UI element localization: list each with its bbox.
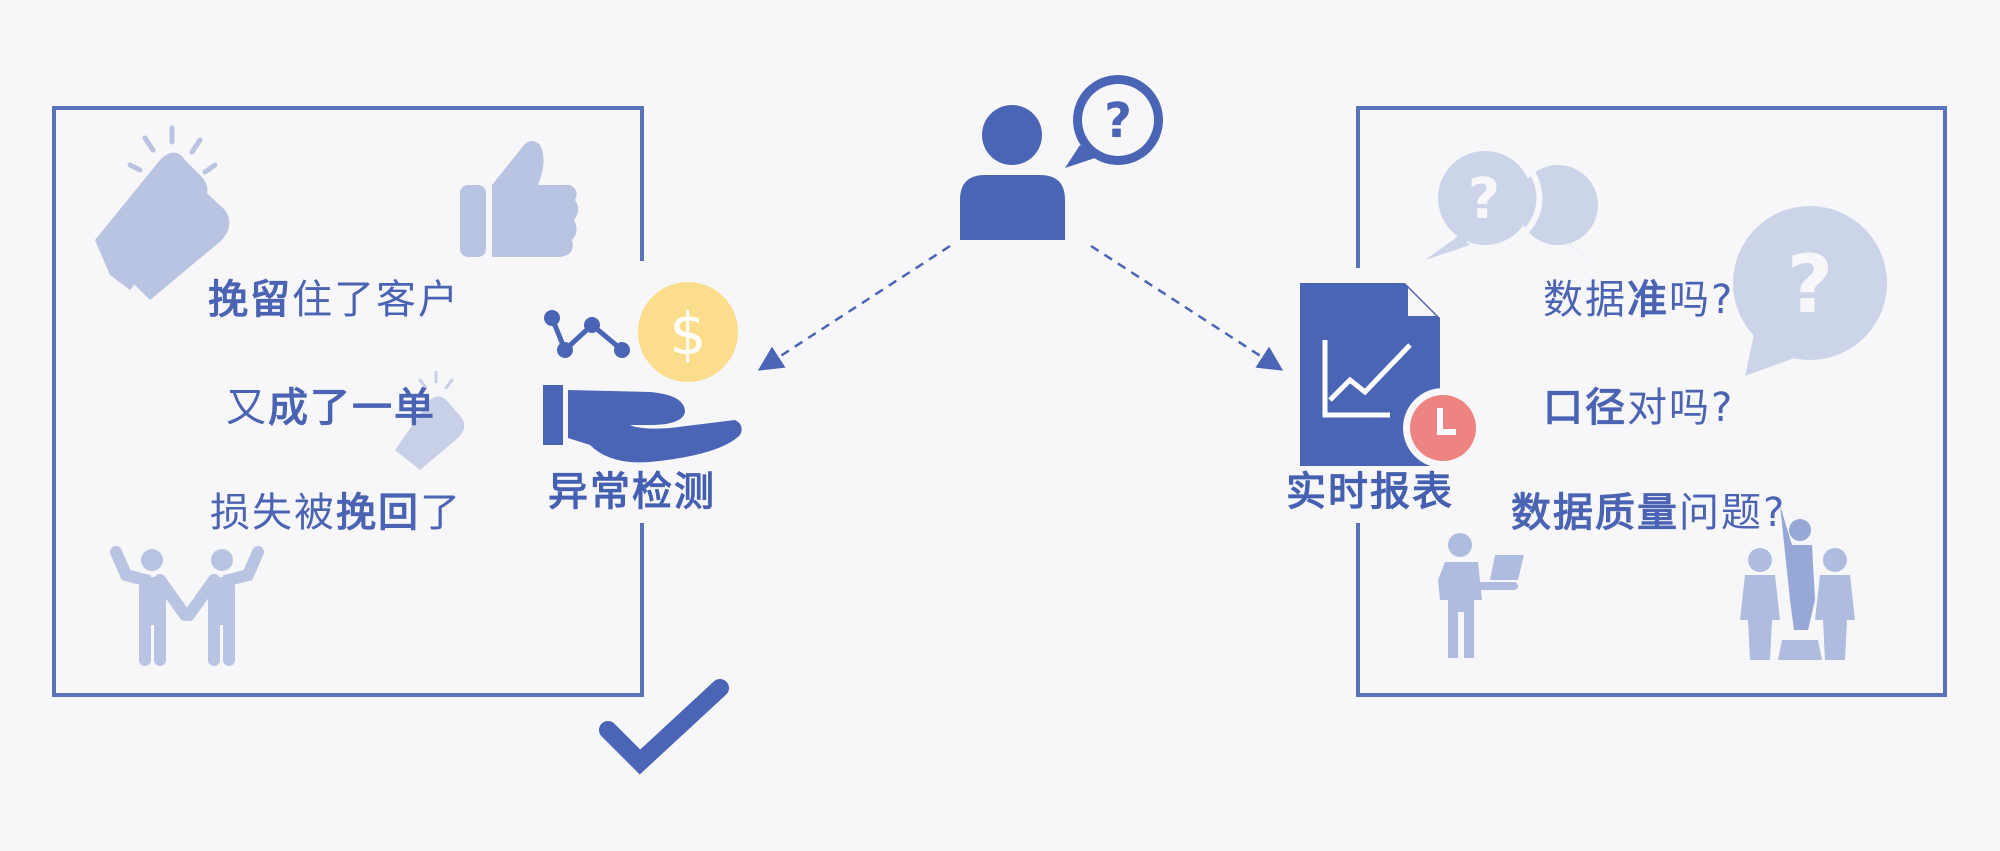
arrow-to-realtime-report — [1090, 244, 1284, 371]
right-line-1: 数据准吗? — [1543, 280, 1734, 320]
trend-nodes-icon — [544, 310, 630, 358]
small-clapping-icon — [395, 370, 465, 470]
realtime-report-label: 实时报表 — [1286, 469, 1454, 515]
text-segment: 吗? — [1669, 277, 1735, 323]
text-segment: 数据质量 — [1511, 490, 1679, 536]
arrow-to-anomaly-detection — [757, 244, 951, 371]
text-segment: 准 — [1627, 277, 1669, 323]
text-segment: 挽回 — [336, 490, 420, 536]
clapping-hands-icon — [95, 125, 230, 300]
hand-icon — [543, 385, 742, 463]
text-segment: 了 — [420, 490, 462, 536]
left-line-1: 挽留住了客户 — [208, 280, 460, 320]
svg-text:?: ? — [1104, 93, 1132, 149]
presenter-icon — [1438, 533, 1524, 658]
text-segment: 又 — [226, 385, 268, 431]
left-line-2: 又成了一单 — [226, 388, 436, 428]
question-bubbles-icon: ? — [1425, 151, 1598, 262]
text-segment: 数据 — [1543, 277, 1627, 323]
text-segment: 住了客户 — [292, 277, 460, 323]
large-question-bubble-icon: ? — [1733, 206, 1887, 376]
text-segment: 问题? — [1679, 490, 1787, 536]
text-segment: 挽留 — [208, 277, 292, 323]
celebrating-people-icon — [110, 546, 264, 666]
text-segment: 损失被 — [210, 490, 336, 536]
checkmark-icon — [599, 679, 729, 775]
right-line-2: 口径对吗? — [1543, 388, 1734, 428]
text-segment: 口径 — [1543, 385, 1627, 431]
anomaly-detection-label: 异常检测 — [548, 469, 716, 515]
svg-text:$: $ — [670, 300, 707, 368]
left-panel-border — [52, 106, 644, 697]
coin-dollar-icon: $ — [638, 282, 738, 382]
right-line-3: 数据质量问题? — [1511, 493, 1786, 533]
group-icon — [1740, 505, 1855, 660]
right-panel-border — [1356, 106, 1947, 697]
thumbs-up-icon — [460, 141, 579, 257]
svg-text:?: ? — [1787, 238, 1833, 331]
text-segment: 成了一单 — [268, 385, 436, 431]
user-question-icon: ? — [960, 75, 1163, 240]
left-line-3: 损失被挽回了 — [210, 493, 462, 533]
svg-text:?: ? — [1468, 167, 1500, 232]
clock-icon — [1403, 388, 1483, 468]
text-segment: 对吗? — [1627, 385, 1735, 431]
